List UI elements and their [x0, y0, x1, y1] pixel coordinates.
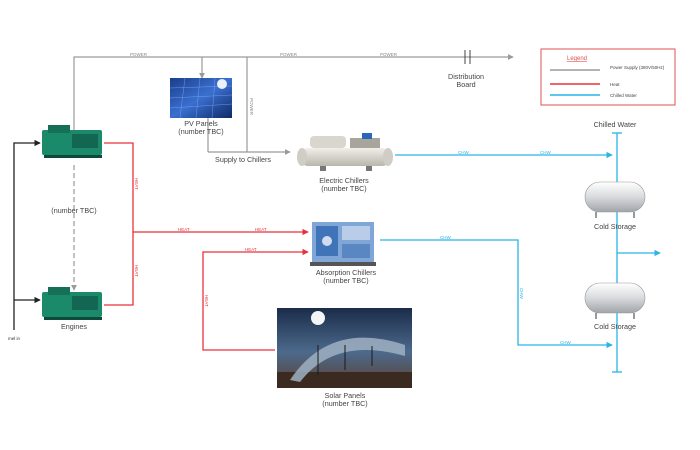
- pv-sub-label: (number TBC): [178, 127, 223, 136]
- absorption-chillers-image: [310, 222, 376, 266]
- chw-label: CHW: [519, 288, 524, 299]
- heat-label: HEAT: [255, 227, 267, 232]
- cold-storage-2-label: Cold Storage: [594, 322, 636, 331]
- heat-label: HEAT: [245, 247, 257, 252]
- chilled-water-lines: [380, 132, 661, 373]
- electric-chillers-sub-label: (number TBC): [321, 184, 366, 193]
- engine-bottom: [42, 287, 102, 320]
- solar-sub-label: (number TBC): [322, 399, 367, 408]
- electric-chillers-label: Electric Chillers: [319, 176, 369, 185]
- heat-label: HEAT: [204, 295, 209, 307]
- cold-storage-tank-1: [584, 181, 646, 218]
- power-lines: [71, 54, 514, 291]
- chw-labels: CHW CHW CHW CHW CHW: [440, 150, 571, 345]
- chw-label: CHW: [560, 340, 571, 345]
- fuel-lines: [13, 139, 41, 330]
- engine-top: [42, 125, 102, 158]
- legend-heat-label: Heat: [610, 82, 620, 87]
- electric-chillers-image: [297, 133, 393, 171]
- legend: Legend Power Supply (380V/50Hz) Heat Chi…: [540, 48, 676, 106]
- power-label: POWER: [380, 52, 398, 57]
- cold-storage-1-label: Cold Storage: [594, 222, 636, 231]
- engines-mid-label: (number TBC): [51, 206, 96, 215]
- chw-label: CHW: [458, 150, 469, 155]
- fuel-label: mel in: [8, 336, 21, 341]
- engines-label: Engines: [61, 322, 87, 331]
- heat-labels: HEAT HEAT HEAT HEAT HEAT HEAT: [134, 178, 267, 307]
- heat-label: HEAT: [178, 227, 190, 232]
- cold-storage-tank-2: [584, 282, 646, 319]
- legend-box: [540, 48, 676, 106]
- chw-label: CHW: [540, 150, 551, 155]
- pv-label: PV Panels: [184, 119, 218, 128]
- legend-title: Legend: [567, 56, 587, 62]
- distribution-board-icon: [464, 50, 471, 64]
- chw-label: CHW: [440, 235, 451, 240]
- solar-panels-image: [277, 308, 412, 388]
- power-labels: POWER POWER POWER POWER: [130, 52, 398, 116]
- distribution-label: Distribution: [448, 72, 484, 81]
- legend-water-label: Chilled Water: [610, 93, 637, 98]
- power-label: POWER: [130, 52, 148, 57]
- heat-label: HEAT: [134, 178, 139, 190]
- power-label: POWER: [280, 52, 298, 57]
- supply-label: Supply to Chillers: [215, 155, 271, 164]
- legend-power-label: Power Supply (380V/50Hz): [610, 65, 665, 70]
- chilled-water-label: Chilled Water: [594, 120, 637, 129]
- heat-lines: [104, 142, 309, 351]
- power-label: POWER: [249, 98, 254, 116]
- solar-label: Solar Panels: [325, 391, 366, 400]
- absorption-chillers-sub-label: (number TBC): [323, 276, 368, 285]
- heat-label: HEAT: [134, 265, 139, 277]
- distribution-sub-label: Board: [456, 80, 475, 89]
- pv-panels-image: [169, 77, 233, 119]
- absorption-chillers-label: Absorption Chillers: [316, 268, 377, 277]
